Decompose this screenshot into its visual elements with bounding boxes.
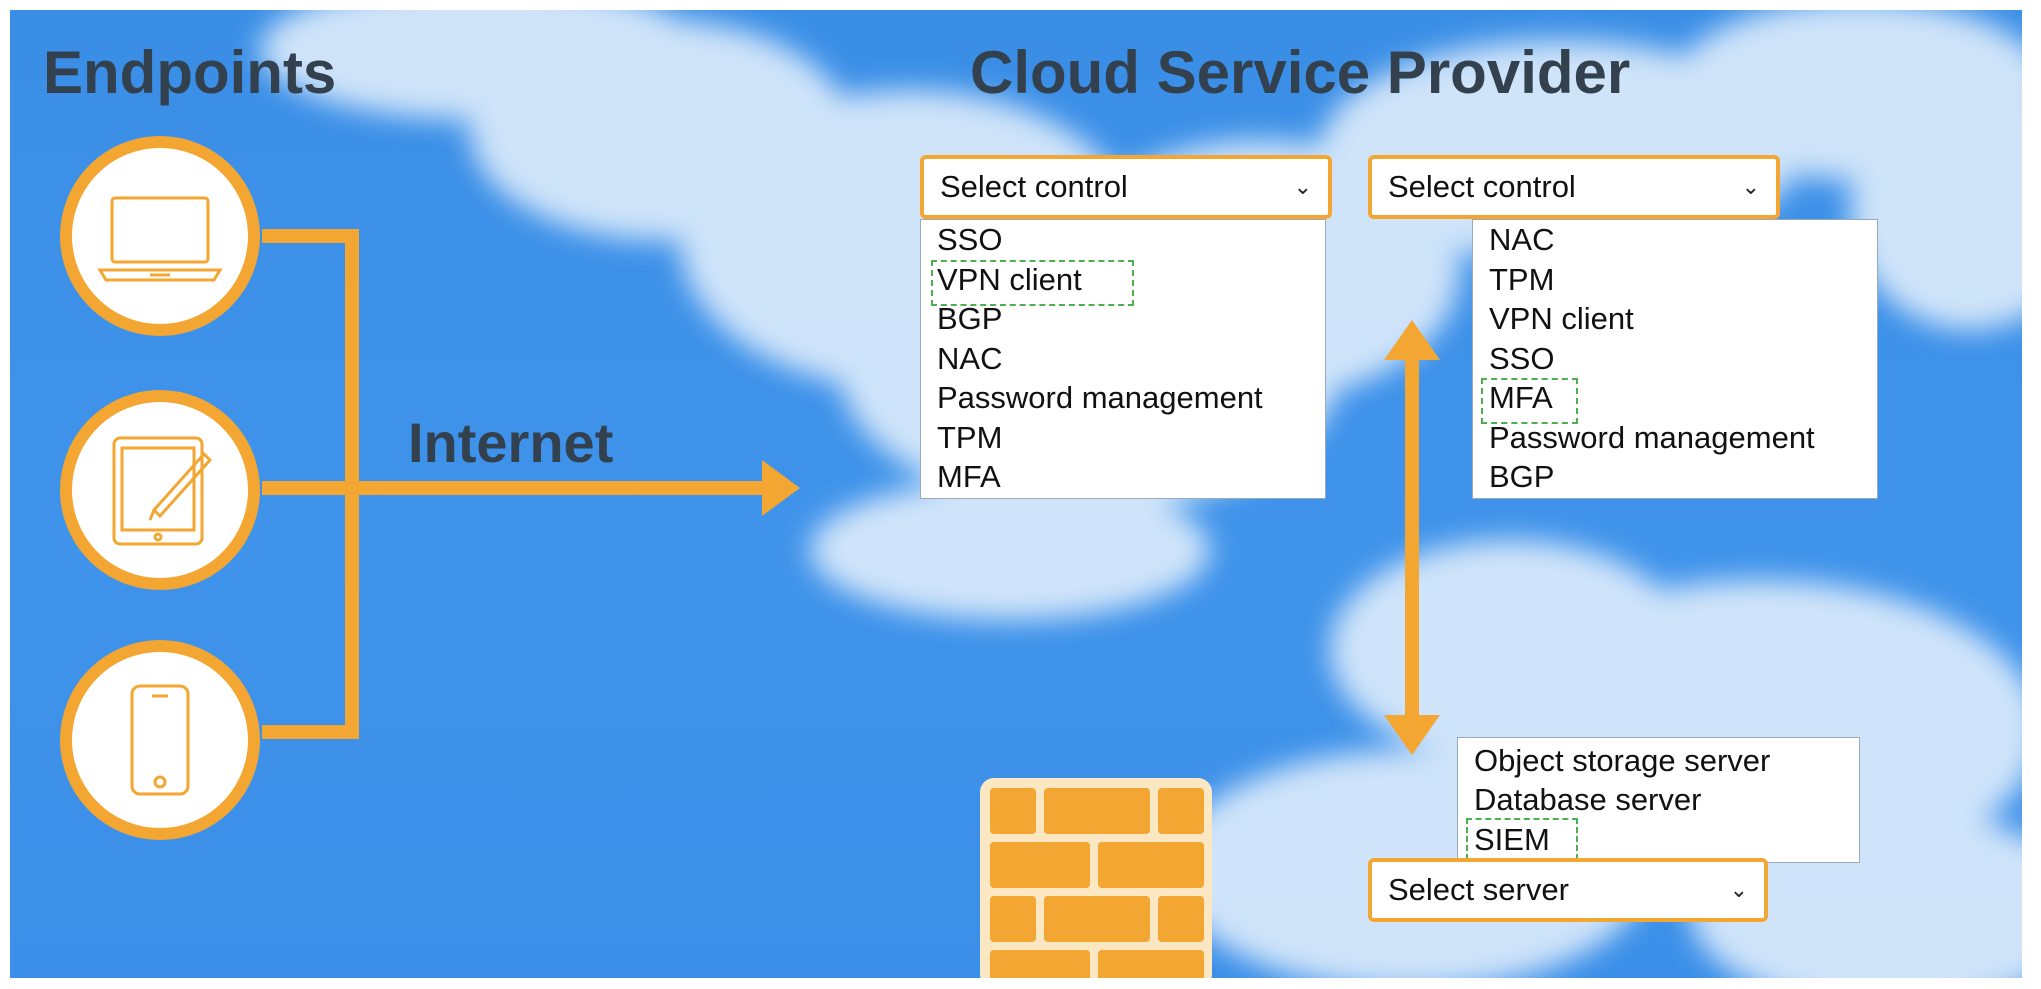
option-bgp[interactable]: BGP	[1489, 459, 1555, 494]
control-select-2-value: Select control	[1388, 169, 1576, 204]
option-tpm[interactable]: TPM	[937, 420, 1003, 455]
option-object-storage-server[interactable]: Object storage server	[1474, 743, 1771, 778]
internet-label: Internet	[408, 411, 614, 474]
firewall-brick-icon	[980, 778, 1212, 978]
option-bgp[interactable]: BGP	[937, 301, 1003, 336]
control-select-1-value: Select control	[940, 169, 1128, 204]
option-vpn-client[interactable]: VPN client	[937, 262, 1082, 297]
vertical-double-arrow	[1384, 320, 1440, 755]
chevron-down-icon[interactable]: ⌄	[1293, 174, 1312, 199]
control-select-1[interactable]: Select control ⌄	[920, 155, 1332, 219]
option-sso[interactable]: SSO	[937, 222, 1003, 257]
option-password-management[interactable]: Password management	[1489, 420, 1815, 455]
option-mfa[interactable]: MFA	[1489, 380, 1553, 415]
option-mfa[interactable]: MFA	[937, 459, 1001, 494]
endpoint-connector-lines	[262, 229, 765, 739]
control-select-2[interactable]: Select control ⌄	[1368, 155, 1780, 219]
laptop-icon	[97, 196, 223, 282]
option-database-server[interactable]: Database server	[1474, 782, 1702, 817]
server-select[interactable]: Select server ⌄	[1368, 858, 1768, 922]
server-select-options: Object storage server Database server SI…	[1457, 737, 1860, 863]
option-password-management[interactable]: Password management	[937, 380, 1263, 415]
option-nac[interactable]: NAC	[937, 341, 1003, 376]
chevron-down-icon[interactable]: ⌄	[1729, 877, 1748, 902]
internet-arrowhead	[762, 460, 800, 516]
option-siem[interactable]: SIEM	[1474, 822, 1550, 857]
tablet-icon	[112, 436, 213, 546]
smartphone-icon	[130, 684, 190, 796]
tablet-endpoint	[60, 390, 260, 590]
endpoints-heading: Endpoints	[43, 39, 337, 106]
control-select-1-options: SSO VPN client BGP NAC Password manageme…	[920, 219, 1326, 499]
smartphone-endpoint	[60, 640, 260, 840]
chevron-down-icon[interactable]: ⌄	[1741, 174, 1760, 199]
option-nac[interactable]: NAC	[1489, 222, 1555, 257]
server-select-value: Select server	[1388, 872, 1569, 907]
option-tpm[interactable]: TPM	[1489, 262, 1555, 297]
laptop-endpoint	[60, 136, 260, 336]
cloud-service-provider-heading: Cloud Service Provider	[970, 39, 1631, 106]
option-vpn-client[interactable]: VPN client	[1489, 301, 1634, 336]
option-sso[interactable]: SSO	[1489, 341, 1555, 376]
diagram-canvas: Endpoints Cloud Service Provider Interne…	[10, 10, 2022, 978]
control-select-2-options: NAC TPM VPN client SSO MFA Password mana…	[1472, 219, 1878, 499]
